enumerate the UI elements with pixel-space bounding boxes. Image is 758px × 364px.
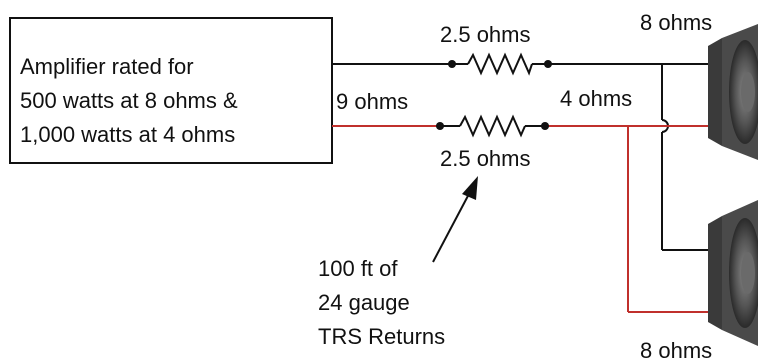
speaker-top-label: 8 ohms — [640, 10, 712, 35]
annotation-line-1: 100 ft of — [318, 256, 398, 281]
terminal-dot — [436, 122, 444, 130]
total-load-label: 9 ohms — [336, 89, 408, 114]
amplifier-label-line-1: Amplifier rated for — [20, 54, 194, 79]
top-resistor-label: 2.5 ohms — [440, 22, 531, 47]
amplifier-label-line-2: 500 watts at 8 ohms & — [20, 88, 238, 113]
signal-wire — [332, 63, 708, 251]
bottom-resistor — [436, 114, 549, 138]
terminal-dot — [544, 60, 552, 68]
amplifier-label-line-3: 1,000 watts at 4 ohms — [20, 122, 235, 147]
speaker-top — [708, 24, 758, 160]
return-wire — [332, 125, 708, 313]
bottom-resistor-label: 2.5 ohms — [440, 146, 531, 171]
amplifier-box: Amplifier rated for 500 watts at 8 ohms … — [9, 17, 333, 164]
terminal-dot — [541, 122, 549, 130]
speaker-bottom-label: 8 ohms — [640, 338, 712, 363]
annotation-line-3: TRS Returns — [318, 324, 445, 349]
top-resistor — [448, 52, 552, 76]
terminal-dot — [448, 60, 456, 68]
annotation-arrow — [432, 176, 478, 263]
speaker-bottom — [708, 200, 758, 346]
annotation-line-2: 24 gauge — [318, 290, 410, 315]
parallel-load-label: 4 ohms — [560, 86, 632, 111]
